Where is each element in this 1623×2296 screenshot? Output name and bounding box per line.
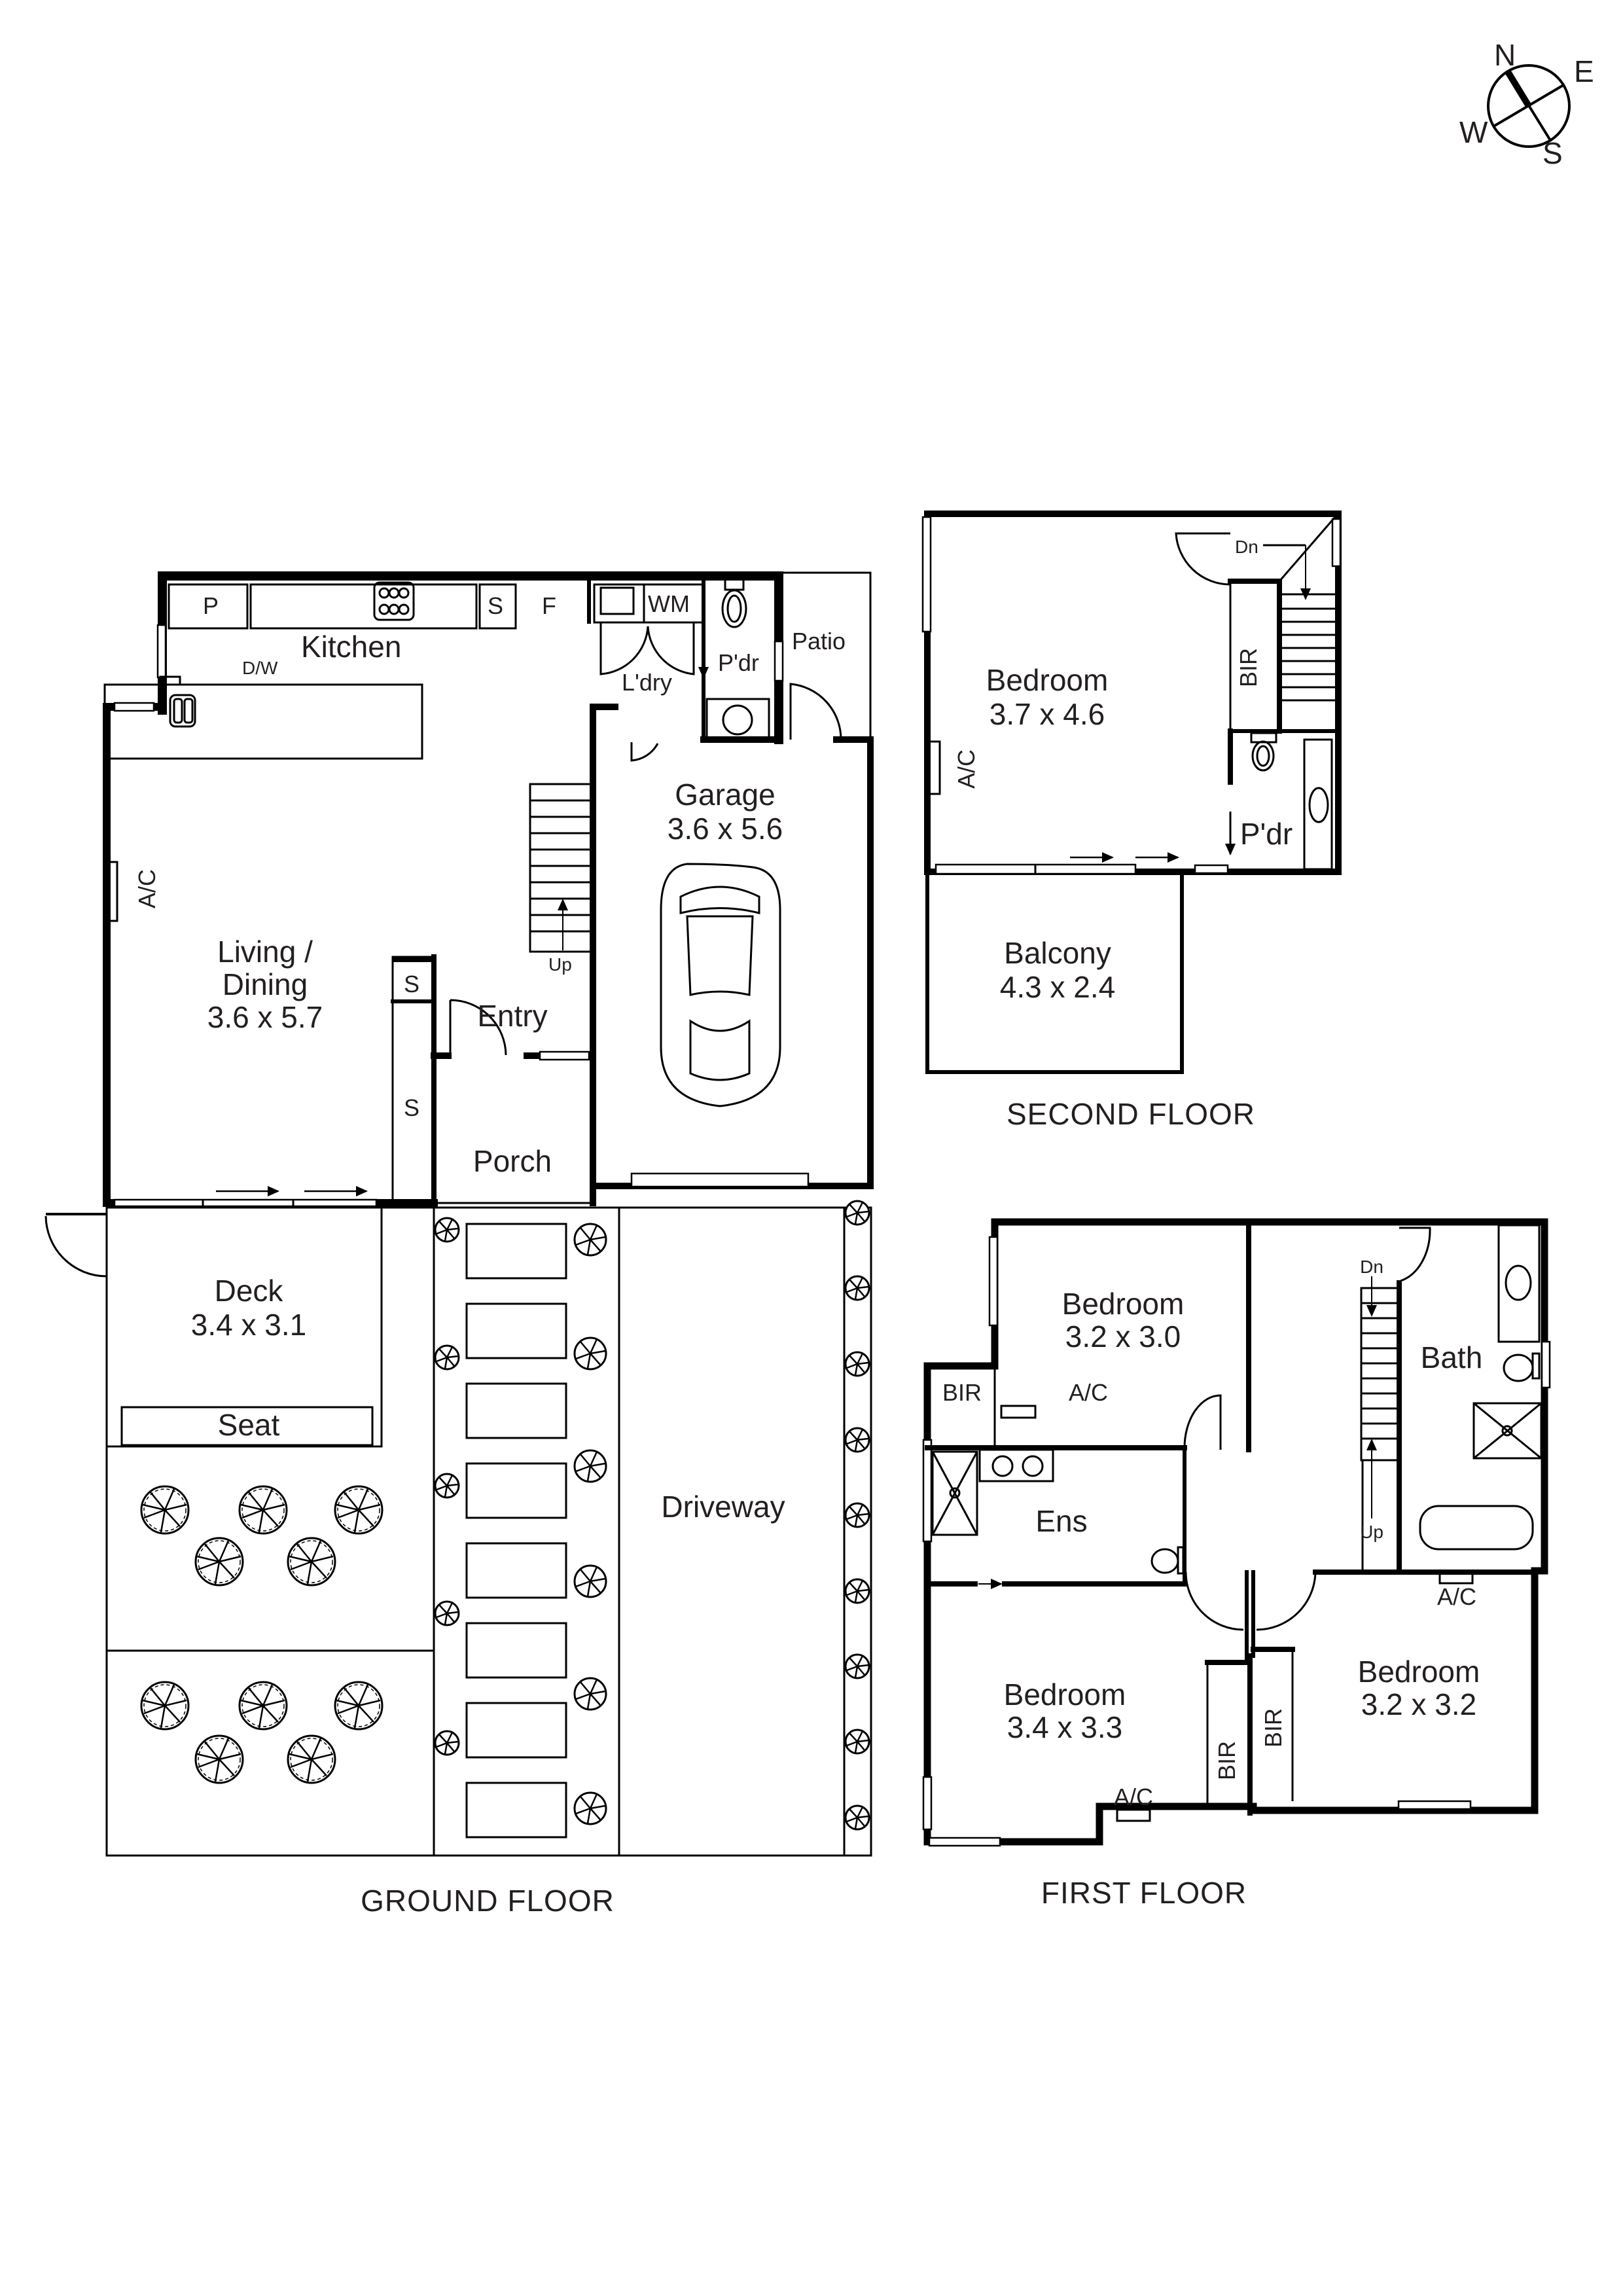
label-dishwasher: D/W	[242, 658, 278, 678]
label-bedroom-second: Bedroom	[986, 663, 1109, 697]
label-deck: Deck	[215, 1274, 284, 1308]
bath-shower	[1472, 1402, 1543, 1460]
shrub-icons-driveway	[844, 1200, 870, 1831]
label-bedroom-2: Bedroom	[1004, 1677, 1126, 1712]
label-entry: Entry	[477, 999, 547, 1033]
label-fridge: F	[542, 592, 556, 619]
compass-north: N	[1494, 38, 1516, 72]
second-floor: Bedroom 3.7 x 4.6 BIR Dn A/C P'dr Balcon…	[921, 511, 1342, 1131]
label-pantry: P	[203, 592, 219, 619]
second-stairs	[1263, 544, 1335, 702]
entry-door	[450, 999, 507, 1056]
label-bedroom-1-dims: 3.2 x 3.0	[1065, 1319, 1181, 1354]
title-ground-floor: GROUND FLOOR	[361, 1884, 615, 1918]
label-balcony: Balcony	[1004, 936, 1111, 970]
shrub-icons-east	[573, 1223, 607, 1825]
label-storage-kitchen: S	[488, 592, 503, 619]
dishwasher	[159, 675, 181, 686]
label-ac-3: A/C	[1437, 1583, 1476, 1610]
label-bir-1: BIR	[942, 1379, 982, 1406]
label-deck-dims: 3.4 x 3.1	[191, 1308, 306, 1342]
ground-stairs	[529, 783, 594, 953]
first-stairs	[1360, 1276, 1402, 1575]
compass-east: E	[1574, 54, 1594, 88]
label-dining: Dining	[223, 967, 308, 1001]
label-bir-second: BIR	[1235, 648, 1262, 687]
kitchen-island	[103, 683, 423, 760]
shrub-icons-west	[434, 1217, 460, 1756]
deck	[105, 1206, 383, 1448]
title-first-floor: FIRST FLOOR	[1041, 1876, 1247, 1910]
label-living-dims: 3.6 x 5.7	[207, 1000, 323, 1034]
label-bir-2: BIR	[1213, 1741, 1240, 1780]
label-ac-2: A/C	[1114, 1784, 1153, 1810]
compass-west: W	[1459, 115, 1488, 149]
ac-unit-second	[928, 740, 941, 795]
label-balcony-dims: 4.3 x 2.4	[1000, 970, 1115, 1004]
label-bath: Bath	[1421, 1340, 1483, 1374]
bedroom2-door	[1185, 1571, 1244, 1631]
label-powder-second: P'dr	[1240, 817, 1293, 851]
bedroom1-door	[1183, 1394, 1222, 1450]
label-bedroom-3-dims: 3.2 x 3.2	[1361, 1687, 1476, 1721]
basin-icon-second	[1308, 787, 1329, 823]
label-stairs-down-second: Dn	[1235, 537, 1258, 557]
cooktop-icon	[373, 581, 415, 621]
toilet-icon	[721, 589, 747, 628]
laundry-doors	[599, 622, 695, 675]
first-floor: Bedroom 3.2 x 3.0 BIR A/C Ens Bath Dn Up…	[922, 1218, 1551, 1910]
label-ensuite: Ens	[1035, 1504, 1087, 1538]
label-bir-3: BIR	[1260, 1708, 1287, 1748]
bath-door	[1399, 1227, 1431, 1282]
label-stairs-up-ground: Up	[548, 954, 572, 975]
label-garage: Garage	[675, 778, 775, 812]
bedroom3-door	[1256, 1571, 1317, 1631]
car-icon	[660, 863, 781, 1107]
label-ac-ground: A/C	[134, 869, 160, 908]
toilet-icon-ensuite	[1150, 1548, 1179, 1574]
label-laundry: L'dry	[622, 669, 672, 696]
label-stairs-down-first: Dn	[1360, 1257, 1383, 1277]
ground-floor: Kitchen P S F WM D/W L'dry P'dr Patio Ga…	[45, 571, 874, 1918]
deck-door	[45, 1215, 107, 1278]
label-storage-3: S	[404, 1094, 419, 1121]
vanity	[978, 1448, 1054, 1482]
label-seat: Seat	[218, 1408, 280, 1442]
sink-icon	[169, 694, 196, 728]
label-bedroom-3: Bedroom	[1358, 1655, 1480, 1689]
tree-icons	[140, 1485, 383, 1784]
label-washing-machine: WM	[648, 590, 690, 617]
basin-icon	[722, 704, 753, 736]
label-bedroom-2-dims: 3.4 x 3.3	[1007, 1710, 1122, 1744]
label-bedroom-second-dims: 3.7 x 4.6	[990, 697, 1105, 731]
label-ac-1: A/C	[1069, 1379, 1108, 1406]
compass-icon: N E S W	[1459, 38, 1594, 170]
label-living: Living /	[217, 935, 313, 969]
stepping-stones	[465, 1223, 567, 1839]
label-ac-second: A/C	[953, 749, 980, 789]
label-kitchen: Kitchen	[301, 630, 401, 664]
label-driveway: Driveway	[661, 1490, 785, 1524]
label-patio: Patio	[792, 628, 846, 655]
ensuite-shower	[931, 1450, 978, 1536]
toilet-icon-bath	[1503, 1354, 1534, 1382]
label-bedroom-1: Bedroom	[1062, 1287, 1185, 1321]
seat	[120, 1406, 374, 1446]
living-sliding-door	[113, 1198, 378, 1208]
title-second-floor: SECOND FLOOR	[1007, 1097, 1255, 1131]
label-stairs-up-first: Up	[1360, 1522, 1383, 1542]
label-powder-ground: P'dr	[718, 649, 759, 676]
toilet-icon-second	[1251, 740, 1275, 772]
bathtub-icon	[1419, 1505, 1534, 1551]
bath-basin-icon	[1505, 1265, 1532, 1301]
label-storage-2: S	[404, 971, 419, 997]
compass-south: S	[1543, 136, 1563, 170]
label-garage-dims: 3.6 x 5.6	[668, 812, 783, 846]
bedroom-door-second	[1175, 532, 1231, 586]
ac-unit	[105, 861, 118, 922]
label-porch: Porch	[473, 1144, 552, 1178]
